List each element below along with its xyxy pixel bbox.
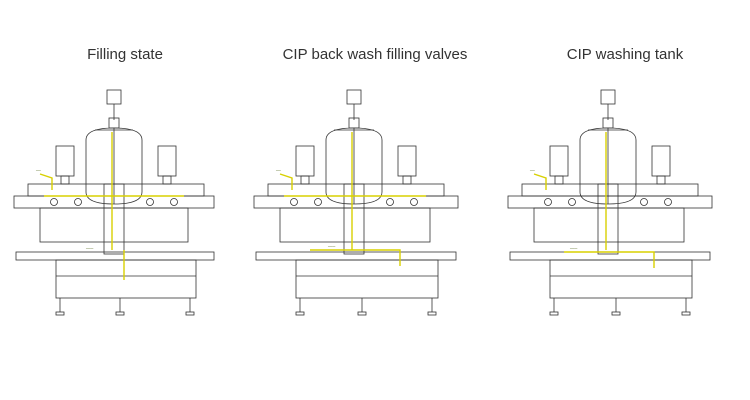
foot-left (549, 311, 559, 316)
marking-tag: ─── (569, 246, 578, 251)
machine-body (533, 207, 685, 243)
flow-line-inlet (533, 173, 547, 190)
foot-right (185, 311, 195, 316)
valve-mid-right (640, 198, 648, 206)
valve-left (290, 198, 298, 206)
valve-mid-right (146, 198, 154, 206)
center-column (343, 183, 365, 255)
diagram-markings: ── ─── (529, 168, 578, 251)
diagram-panel-cip-back-wash: CIP back wash filling valves (250, 0, 500, 400)
filler-tank (325, 127, 383, 205)
upper-deck (27, 183, 205, 197)
marking-tag: ─── (327, 244, 336, 249)
filling-valve-ring (507, 195, 713, 209)
left-cabinet-base (554, 175, 564, 185)
center-column (597, 183, 619, 255)
panel-title: CIP back wash filling valves (282, 46, 468, 63)
filling-valve-ring (253, 195, 459, 209)
valve-right (664, 198, 672, 206)
right-cabinet (651, 145, 671, 177)
diagram-markings: ── ─── (275, 168, 336, 249)
top-valve-head (346, 89, 362, 105)
flow-line-inlet (279, 173, 293, 190)
machine-body (279, 207, 431, 243)
flow-line-return (564, 251, 655, 268)
top-valve-head (600, 89, 616, 105)
valve-left (544, 198, 552, 206)
valve-right (410, 198, 418, 206)
right-cabinet (157, 145, 177, 177)
top-valve-head (106, 89, 122, 105)
filler-tank (579, 127, 637, 205)
foot-center (115, 311, 125, 316)
diagram-markings: ── ─── (35, 168, 94, 251)
marking-tag: ── (529, 168, 535, 173)
valve-mid-left (568, 198, 576, 206)
valve-left (50, 198, 58, 206)
flow-line-return (310, 249, 401, 266)
right-cabinet-base (162, 175, 172, 185)
foot-right (681, 311, 691, 316)
right-cabinet-base (402, 175, 412, 185)
upper-deck (267, 183, 445, 197)
left-cabinet (55, 145, 75, 177)
filling-machine-diagram: ── ─── (253, 89, 459, 316)
left-cabinet-base (300, 175, 310, 185)
marking-tag: ── (35, 168, 41, 173)
valve-mid-left (314, 198, 322, 206)
diagram-panel-filling-state: Filling state (0, 0, 250, 400)
left-cabinet-base (60, 175, 70, 185)
left-cabinet (295, 145, 315, 177)
lower-frame (55, 259, 197, 299)
foot-left (295, 311, 305, 316)
foot-left (55, 311, 65, 316)
valve-mid-left (74, 198, 82, 206)
foot-right (427, 311, 437, 316)
valve-right (170, 198, 178, 206)
right-cabinet-base (656, 175, 666, 185)
lower-frame (295, 259, 439, 299)
panel-title: Filling state (87, 46, 163, 63)
left-cabinet (549, 145, 569, 177)
right-cabinet (397, 145, 417, 177)
flow-line-inlet (39, 173, 53, 190)
base-frame (255, 251, 457, 261)
filling-machine-diagram: ── ─── (507, 89, 713, 316)
lower-frame (549, 259, 693, 299)
marking-tag: ── (275, 168, 281, 173)
diagram-panel-cip-washing-tank: CIP washing tank (500, 0, 750, 400)
foot-center (357, 311, 367, 316)
valve-mid-right (386, 198, 394, 206)
panel-title: CIP washing tank (566, 46, 684, 63)
filling-machine-diagram: ── ─── (13, 89, 215, 316)
marking-tag: ─── (85, 246, 94, 251)
machine-body (39, 207, 189, 243)
center-column (103, 183, 125, 255)
foot-center (611, 311, 621, 316)
base-frame (509, 251, 711, 261)
base-frame (15, 251, 215, 261)
upper-deck (521, 183, 699, 197)
filler-tank (85, 127, 143, 205)
